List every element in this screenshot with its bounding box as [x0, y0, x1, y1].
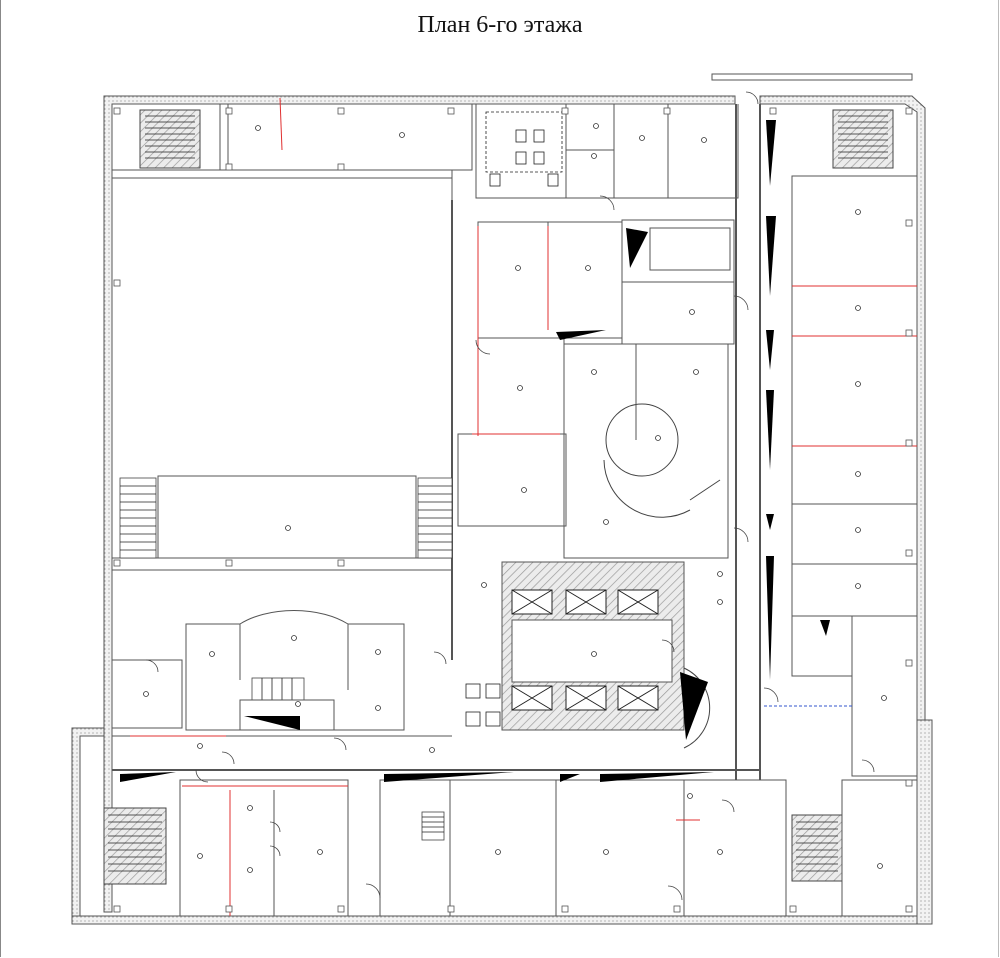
staircase-icon [791, 814, 843, 882]
foyer [603, 403, 721, 518]
plan-title: План 6-го этажа [417, 12, 583, 38]
elevator-icon [511, 589, 659, 711]
staircase-icon [251, 677, 445, 841]
wall-piers [113, 107, 913, 913]
staircase-icon [139, 109, 201, 169]
red-partitions [130, 97, 917, 821]
door-swing-icon [145, 91, 875, 901]
top-rooms [219, 103, 739, 559]
staircase-icon [103, 807, 167, 885]
assembly-hall [111, 169, 453, 660]
light-fixture-icon [143, 123, 887, 873]
balcony [683, 667, 711, 749]
staircase-icon [832, 109, 894, 169]
fixture-marks [120, 120, 830, 782]
outer-walls [71, 73, 933, 925]
staircase-icon [119, 477, 453, 559]
toilet-icon [465, 111, 563, 727]
right-rooms [735, 104, 918, 780]
